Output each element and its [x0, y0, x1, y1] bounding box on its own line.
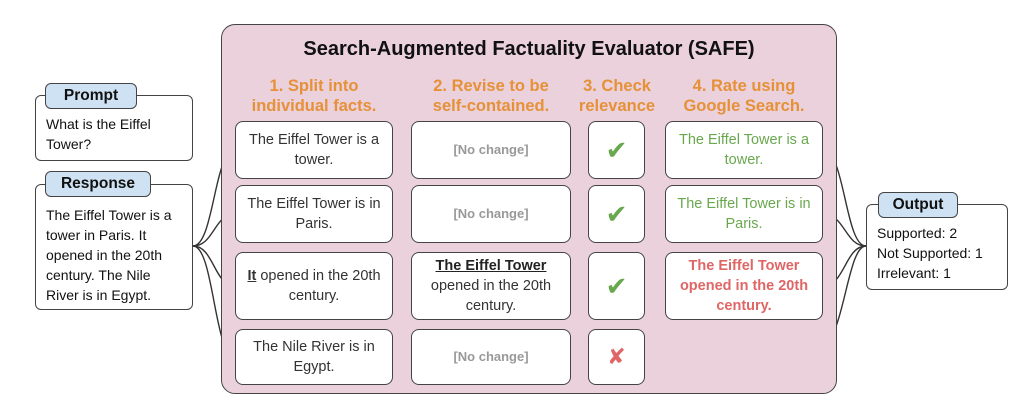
step-rate: 4. Rate using Google Search.: [683, 77, 805, 115]
output-supported: Supported: 2: [877, 225, 958, 241]
fact-rating-2: The Eiffel Tower is in Paris.: [665, 185, 823, 243]
fact-revised-1: [No change]: [411, 121, 571, 179]
step-relevance: 3. Check relevance: [578, 77, 656, 115]
relevance-check-1: ✔: [588, 121, 645, 179]
cross-icon: ✘: [607, 344, 626, 369]
relevance-check-2: ✔: [588, 185, 645, 243]
fact-revised-4: [No change]: [411, 329, 571, 385]
output-label: Output: [878, 192, 958, 218]
checkmark-icon: ✔: [605, 135, 628, 165]
fact-split-3: It opened in the 20th century.: [235, 252, 393, 320]
prompt-label: Prompt: [45, 83, 137, 109]
checkmark-icon: ✔: [605, 271, 628, 301]
fact-revised-2: [No change]: [411, 185, 571, 243]
fact-split-2: The Eiffel Tower is in Paris.: [235, 185, 393, 243]
relevance-check-4: ✘: [588, 329, 645, 385]
response-box: The Eiffel Tower is a tower in Paris. It…: [35, 184, 193, 310]
fact-rating-3: The Eiffel Tower opened in the 20th cent…: [665, 252, 823, 320]
diagram-title: Search-Augmented Factuality Evaluator (S…: [303, 38, 755, 60]
output-box: Supported: 2 Not Supported: 1 Irrelevant…: [866, 204, 1008, 290]
fact-revised-3: The Eiffel Tower opened in the 20th cent…: [411, 252, 571, 320]
fact-rating-1: The Eiffel Tower is a tower.: [665, 121, 823, 179]
checkmark-icon: ✔: [605, 199, 628, 229]
response-label: Response: [45, 171, 151, 197]
output-not-supported: Not Supported: 1: [877, 245, 983, 261]
fact-split-4: The Nile River is in Egypt.: [235, 329, 393, 385]
step-split: 1. Split into individual facts.: [251, 77, 377, 115]
step-revise: 2. Revise to be self-contained.: [432, 77, 550, 115]
output-irrelevant: Irrelevant: 1: [877, 265, 951, 281]
relevance-check-3: ✔: [588, 252, 645, 320]
fact-split-1: The Eiffel Tower is a tower.: [235, 121, 393, 179]
